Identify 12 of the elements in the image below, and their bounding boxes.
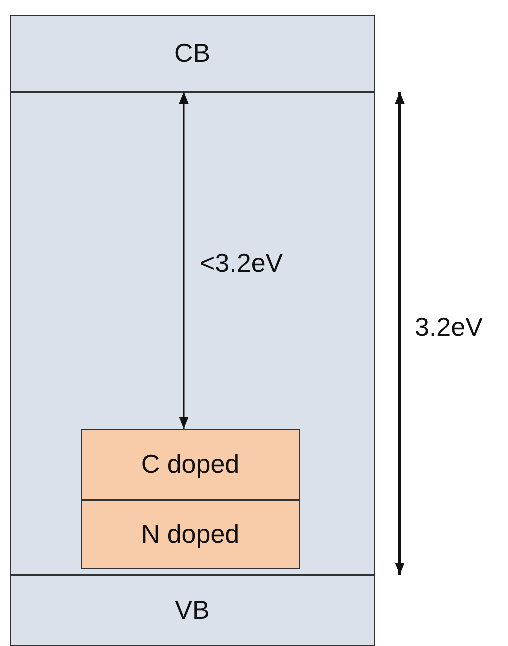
band-box: [81, 500, 300, 569]
band-label: VB: [175, 595, 210, 626]
edge-label: 3.2eV: [415, 312, 483, 343]
edge-label: <3.2eV: [200, 248, 284, 279]
band-box: [81, 429, 300, 500]
band-box: [10, 575, 375, 646]
band-label: C doped: [141, 449, 240, 480]
band-box: [10, 15, 375, 92]
band-label: CB: [174, 38, 211, 69]
double-arrow: [179, 92, 189, 429]
double-arrow: [395, 92, 405, 575]
band-label: N doped: [141, 519, 240, 550]
